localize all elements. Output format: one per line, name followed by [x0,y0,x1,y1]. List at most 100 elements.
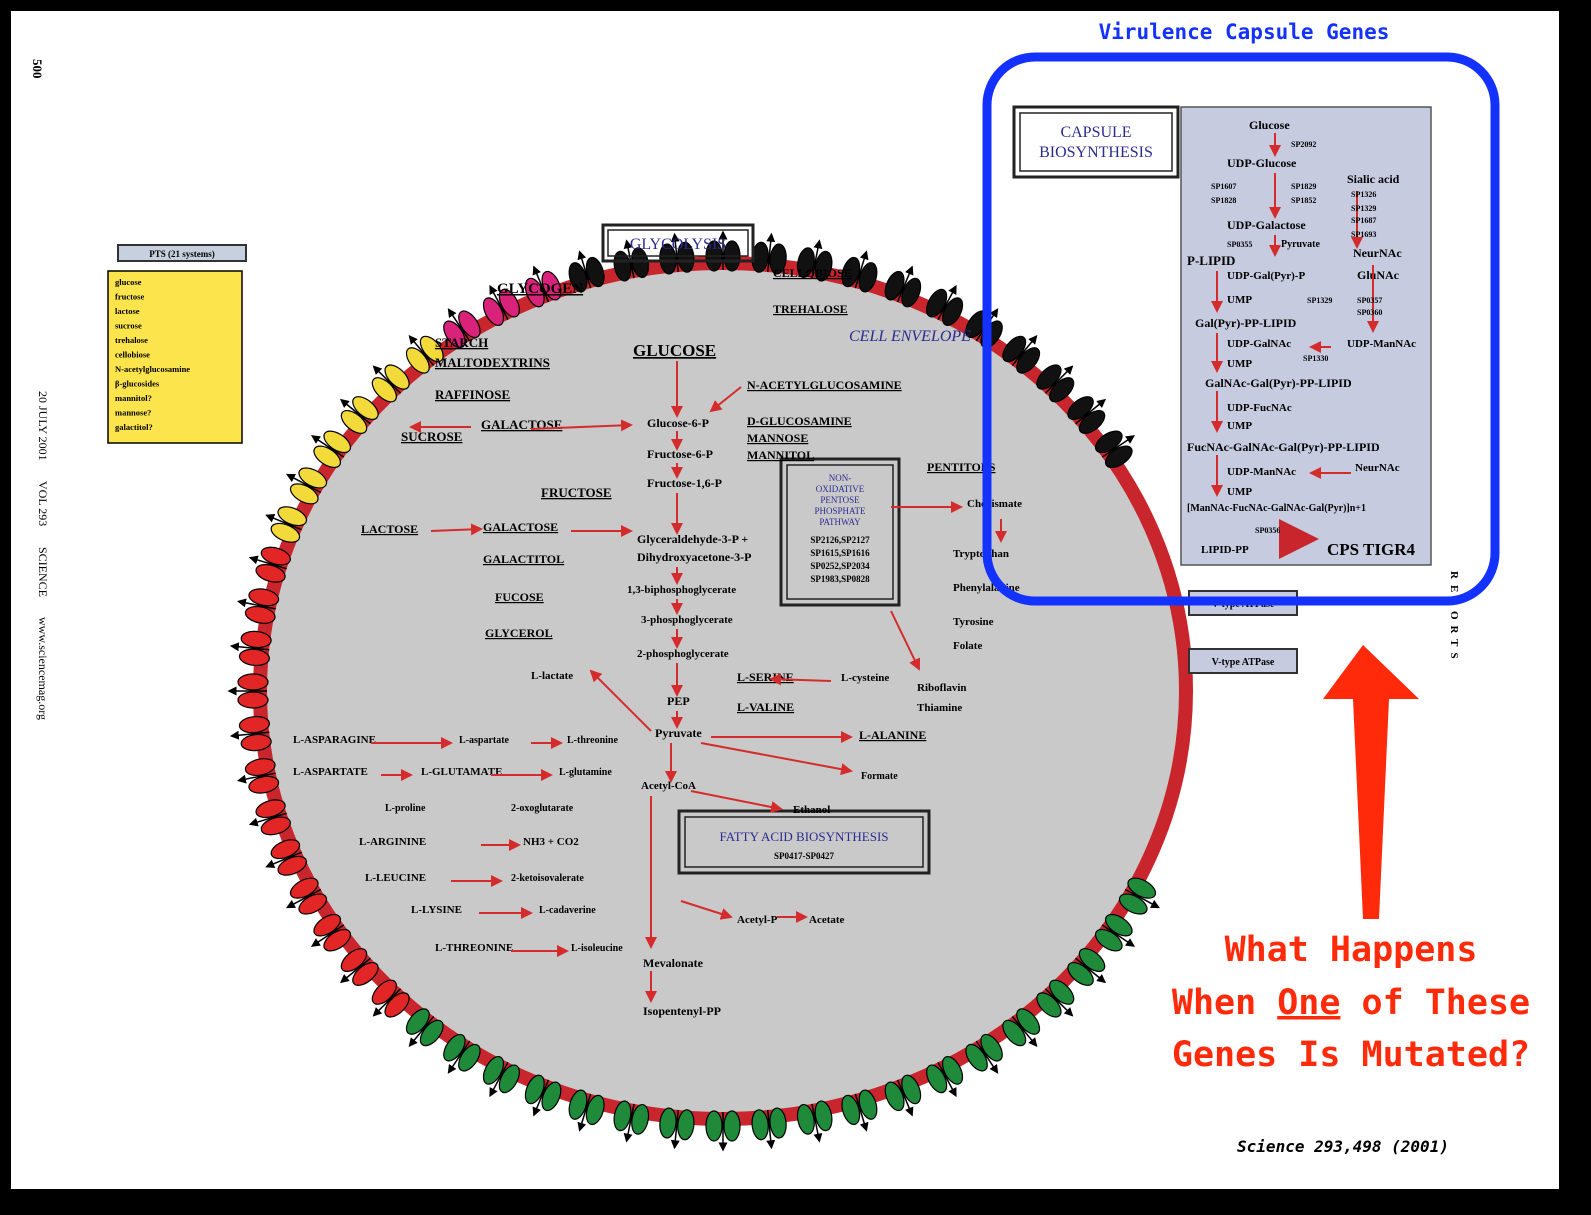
non-ox-label: OXIDATIVE [816,484,865,494]
metabolite-label: Tryptophan [953,548,1009,560]
metabolite-label: Mevalonate [643,956,704,970]
metabolite-label: L-LEUCINE [365,872,426,884]
pts-item: glucose [115,277,142,287]
capsule-label: FucNAc-GalNAc-Gal(Pyr)-PP-LIPID [1187,440,1380,454]
transporter [796,1100,833,1143]
capsule-label: LIPID-PP [1201,544,1249,556]
metabolite-label: Tyrosine [953,616,994,628]
transporter [339,396,379,434]
metabolite-label: L-ALANINE [859,728,926,742]
transporter [841,1089,878,1132]
metabolite-label: L-VALINE [737,700,794,714]
metabolite-label: SUCROSE [401,429,462,444]
fatty-acid-box [677,809,931,875]
metabolite-label: FRUCTOSE [541,485,612,500]
capsule-gene: SP1829 [1291,182,1316,191]
metabolite-label: 3-phosphoglycerate [641,614,733,626]
capsule-label: UMP [1227,486,1252,498]
pts-item: sucrose [115,321,142,331]
slide-frame: 500 20 JULY 2001 VOL 293 SCIENCE www.sci… [8,8,1562,1192]
metabolite-label: TREHALOSE [773,302,848,316]
transporter [236,758,280,794]
metabolite-label: L-lactate [531,670,573,682]
capsule-gene: SP1329 [1351,204,1376,213]
metabolite-label: Glucose-6-P [647,416,709,430]
capsule-gene: SP0357 [1357,296,1382,305]
metabolite-label: RAFFINOSE [435,387,510,402]
metabolite-label: PEP [667,694,690,708]
transporter [443,308,481,349]
capsule-label: [ManNAc-FucNAc-GalNAc-Gal(Pyr)]n+1 [1187,503,1366,514]
transporter [1067,396,1107,434]
capsule-gene: SP0355 [1227,240,1252,249]
transporter [705,1110,741,1152]
metabolite-label: CELLOBIOSE [773,266,852,280]
metabolic-diagram: 500 20 JULY 2001 VOL 293 SCIENCE www.sci… [30,20,1530,1156]
non-ox-label: PHOSPHATE [814,506,866,516]
pts-list-box [107,270,243,444]
pts-item: cellobiose [115,350,150,360]
virulence-highlight-box [982,52,1500,606]
transporter [405,334,444,374]
fatty-acid-label: FATTY ACID BIOSYNTHESIS [719,829,888,844]
metabolite-label: LACTOSE [361,522,418,536]
metabolite-label: GALACTOSE [481,417,562,432]
metabolite-label: PENTITOLS [927,460,996,474]
metabolite-label: L-ASPARTATE [293,766,368,778]
pathway-arrow [430,523,483,536]
fatty-acid-genes: SP0417-SP0427 [774,851,835,861]
metabolite-label: GALACTITOL [483,552,564,566]
transporter [796,239,833,282]
transporter [1094,913,1135,952]
metabolite-label: L-cysteine [841,672,889,684]
metabolite-label: Folate [953,640,982,652]
metabolite-label: L-THREONINE [435,942,513,954]
transporter [659,1107,695,1150]
capsule-label: NeurNAc [1353,246,1402,260]
non-ox-gene: SP1983,SP0828 [810,574,870,584]
pts-title-box [117,244,247,262]
metabolite-label: Fructose-1,6-P [647,476,722,490]
metabolite-label: L-isoleucine [571,943,623,954]
journal-section: REPORTS [1448,571,1460,665]
transporter [371,979,410,1018]
transporter [926,1056,964,1098]
metabolite-label: Acetyl-CoA [641,780,696,792]
pathway-arrow [589,669,652,732]
metabolite-label: Thiamine [917,702,962,714]
capsule-gene: SP1828 [1211,196,1236,205]
question-emphasis: One [1277,983,1340,1023]
transporter [1002,334,1041,374]
cps-arrowhead [1279,519,1319,559]
metabolite-label: L-cadaverine [539,905,596,916]
metabolite-label: Pyruvate [655,726,702,740]
transporter [286,877,328,915]
capsule-label: UDP-FucNAc [1227,402,1292,414]
question-line-1: What Happens [1225,930,1478,970]
transporter [227,673,269,709]
capsule-gene: SP0356 [1255,526,1280,535]
capsule-gene: SP2092 [1291,140,1316,149]
transporter-ring [227,230,1160,1152]
metabolite-label: 1,3-biphosphoglycerate [627,584,736,596]
metabolite-label: Glyceraldehyde-3-P + [637,532,748,546]
transporter [1067,948,1107,986]
transporter [229,630,272,667]
transporter [613,1100,650,1143]
metabolite-label: L-SERINE [737,670,794,684]
capsule-pathway: GlucoseUDP-GlucoseUDP-GalactosePyruvateS… [1187,118,1416,559]
transporter [568,250,605,293]
pathway-arrow [709,386,742,413]
glycolysis-box [601,223,755,263]
non-ox-ppp-box [779,457,901,607]
metabolite-label: Acetyl-P [737,914,778,926]
pathway-arrow [769,673,832,686]
capsule-gene: SP1607 [1211,182,1236,191]
capsule-label: UDP-GalNAc [1227,338,1291,350]
journal-name: SCIENCE [36,547,50,597]
metabolite-label: Dihydroxyacetone-3-P [637,550,751,564]
capsule-gene: SP1852 [1291,196,1316,205]
metabolite-label: FUCOSE [495,590,544,604]
transporter [1002,1008,1041,1048]
non-ox-gene: SP0252,SP2034 [810,561,870,571]
